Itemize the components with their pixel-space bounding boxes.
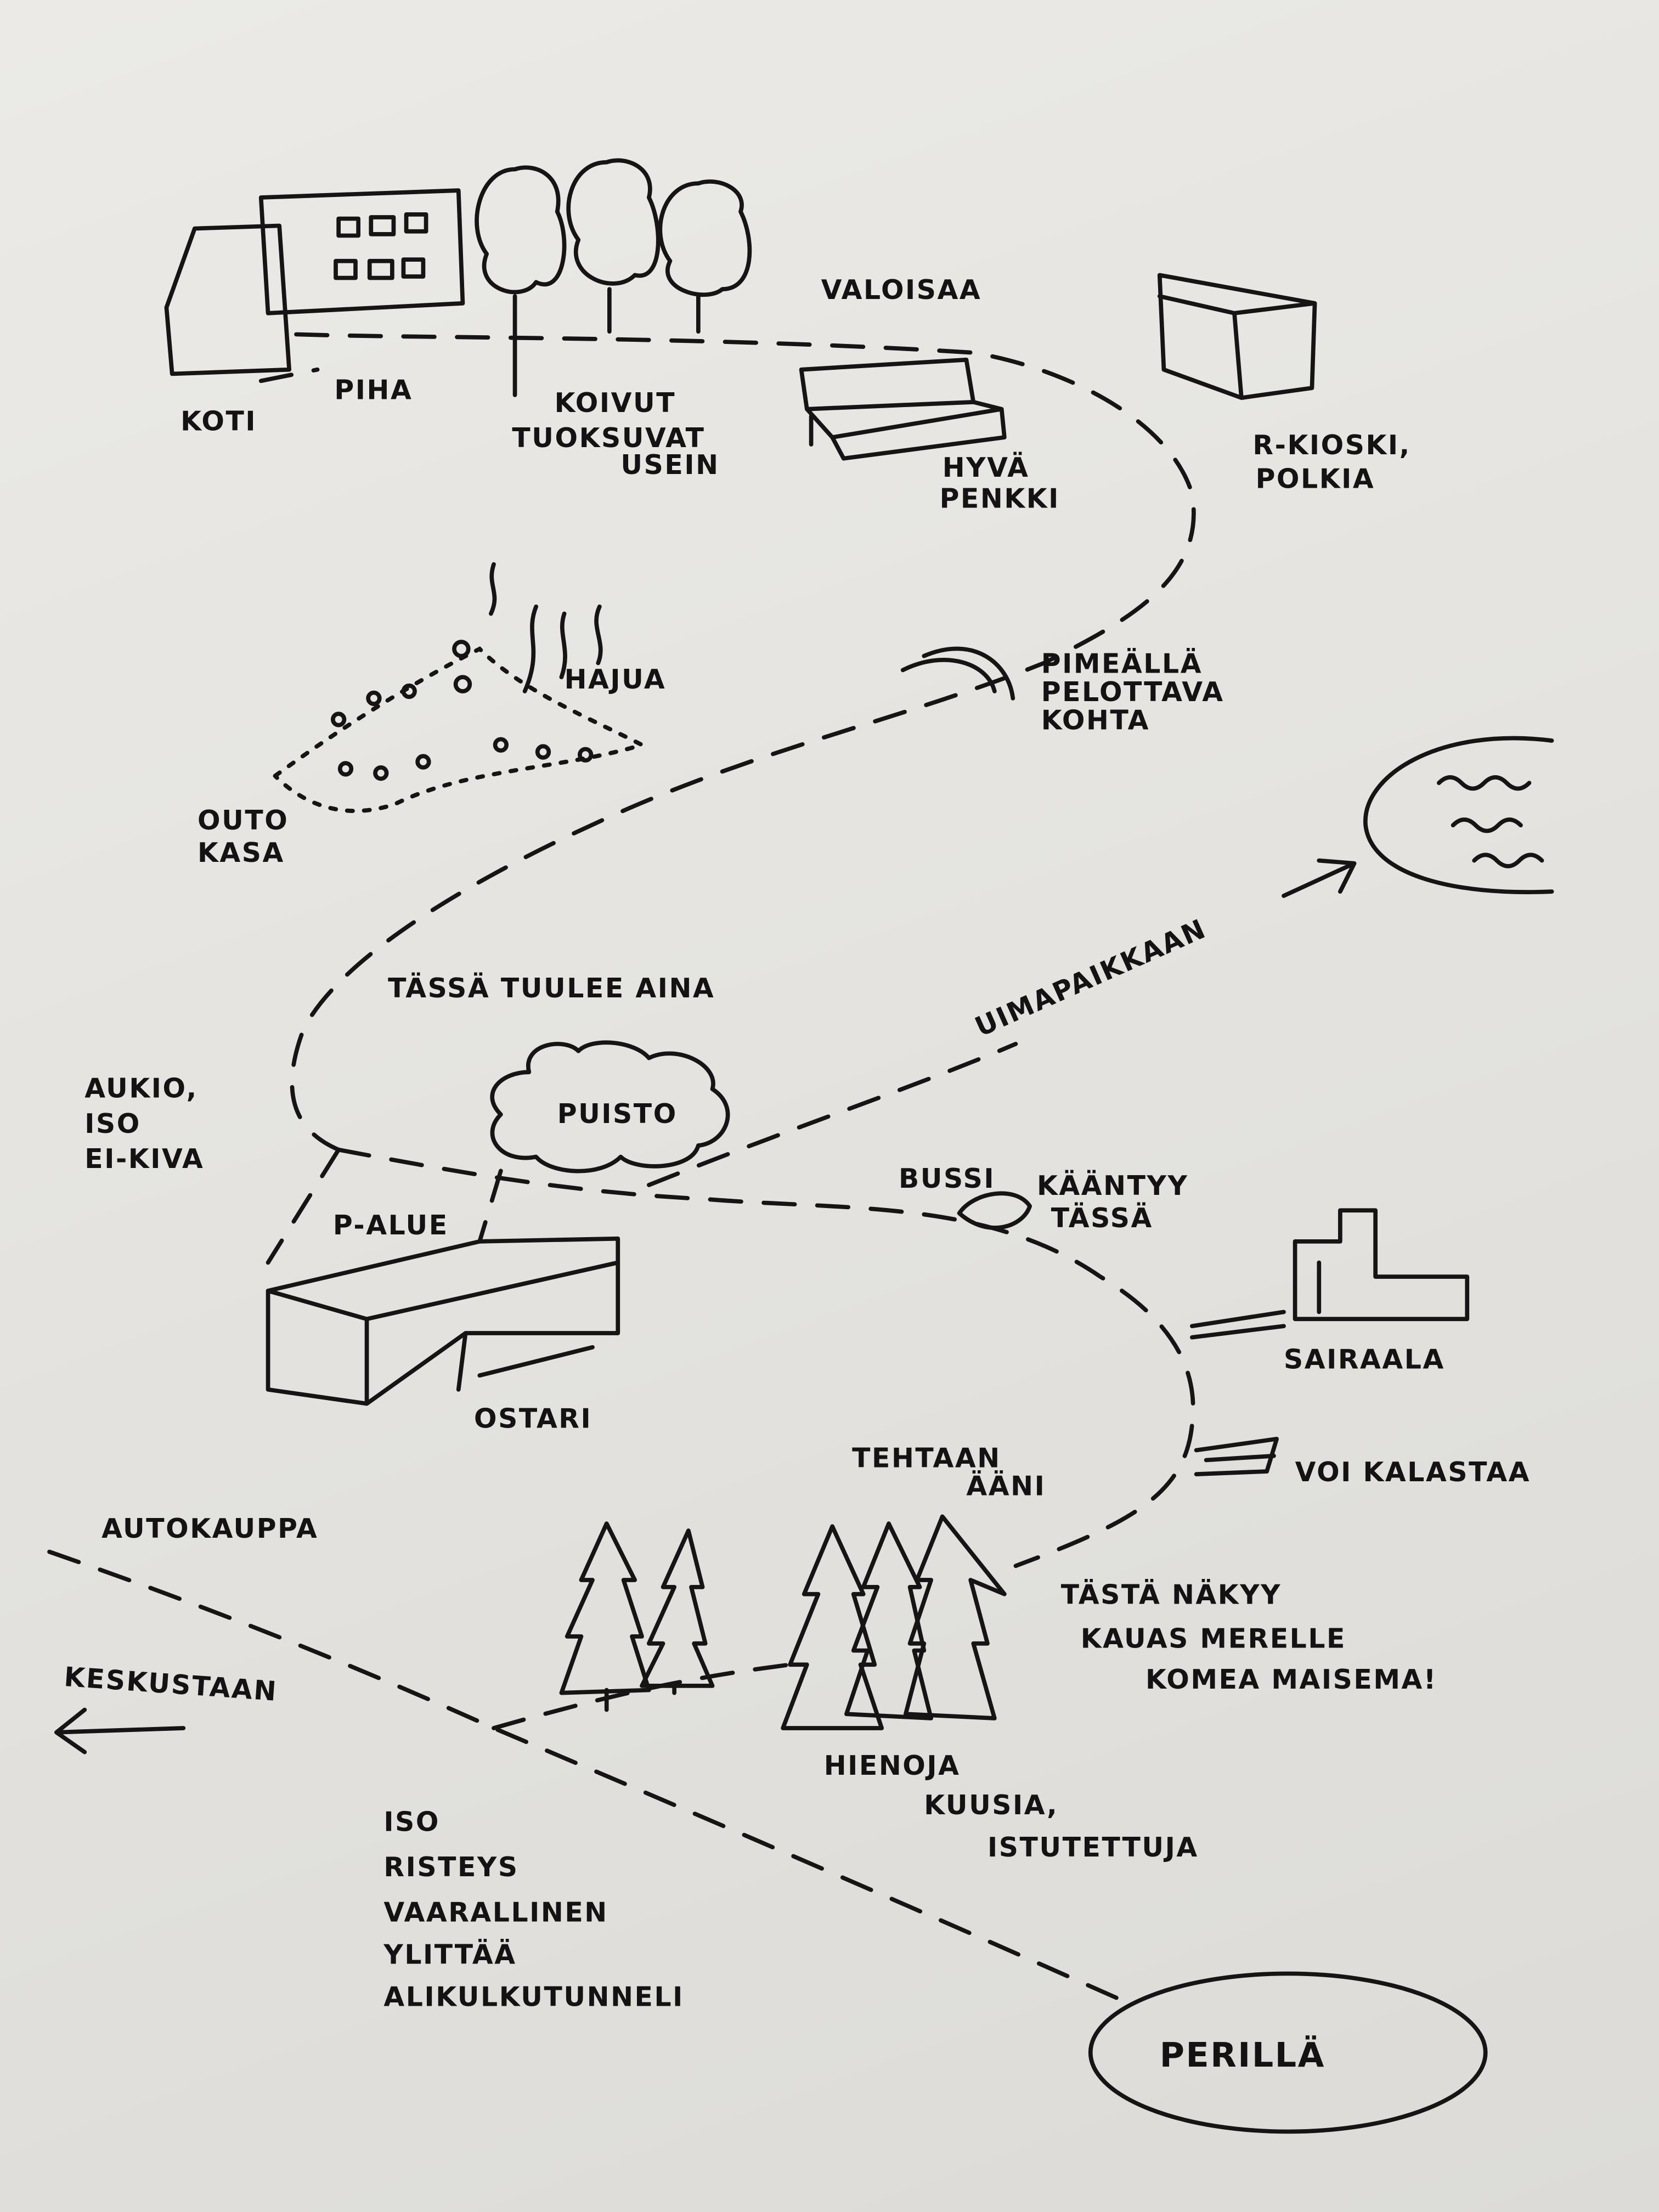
label-tassa-tuulee-aina: TÄSSÄ TUULEE AINA (388, 973, 715, 1004)
label-outo: OUTO (198, 805, 289, 836)
label-hyva: HYVÄ (943, 452, 1030, 483)
label-kohta: KOHTA (1041, 704, 1150, 736)
label-tehtaan: TEHTAAN (852, 1442, 1001, 1474)
label-ostari: OSTARI (474, 1403, 592, 1434)
label-aukio: AUKIO, (84, 1073, 198, 1104)
label-puisto: PUISTO (557, 1098, 678, 1130)
label-pelottava: PELOTTAVA (1041, 676, 1224, 708)
label-tuoksuvat: TUOKSUVAT (512, 422, 705, 454)
label-piha: PIHA (334, 375, 413, 406)
swimming-lake-icon (1282, 736, 1554, 898)
label-pimealla: PIMEÄLLÄ (1041, 648, 1203, 680)
label-hajua: HAJUA (565, 664, 667, 695)
bench-icon (799, 357, 1007, 461)
label-komea-maisema: KOMEA MAISEMA! (1146, 1664, 1437, 1695)
label-hienoja: HIENOJA (824, 1750, 961, 1781)
kiosk-icon (1157, 273, 1317, 400)
label-koivut: KOIVUT (555, 387, 676, 419)
label-p-alue: P-ALUE (333, 1210, 449, 1241)
label-koti: KOTI (180, 405, 257, 437)
label-uimapaikkaan: UIMAPAIKKAAN (970, 913, 1211, 1043)
label-usein: USEIN (620, 449, 719, 481)
strange-pile-icon (273, 562, 648, 813)
label-risteys-line: ISO (383, 1807, 440, 1838)
label-aukio-iso: ISO (84, 1108, 141, 1139)
label-risteys-line: YLITTÄÄ (383, 1939, 516, 1970)
label-risteys-line: VAARALLINEN (383, 1897, 608, 1928)
arrow-left-icon (54, 1707, 186, 1754)
fishing-pier-icon (1194, 1437, 1279, 1476)
label-valoisaa: VALOISAA (821, 274, 982, 306)
label-voi-kalastaa: VOI KALASTAA (1295, 1457, 1531, 1488)
label-bussi: BUSSI (899, 1163, 995, 1194)
label-kauas-merelle: KAUAS MERELLE (1081, 1623, 1346, 1654)
label-keskustaan: KESKUSTAAN (63, 1661, 279, 1707)
route-path (47, 332, 1196, 2006)
dark-spot-arcs-icon (900, 646, 1015, 701)
label-r-kioski: R-KIOSKI, (1252, 430, 1410, 461)
label-risteys-line: ALIKULKUTUNNELI (383, 1982, 684, 2013)
label-kaantyy: KÄÄNTYY (1037, 1170, 1188, 1201)
label-tasta-nakyy: TÄSTÄ NÄKYY (1061, 1579, 1282, 1611)
label-risteys-line: RISTEYS (383, 1852, 518, 1883)
hospital-icon (1190, 1208, 1470, 1340)
label-kasa: KASA (198, 837, 285, 868)
birch-trees-icon (475, 158, 752, 397)
label-aani: ÄÄNI (966, 1471, 1046, 1502)
label-sairaala: SAIRAALA (1284, 1344, 1445, 1375)
shopping-centre-icon (266, 1236, 620, 1406)
label-penkki: PENKKI (940, 483, 1060, 515)
label-polkia: POLKIA (1256, 464, 1375, 495)
label-autokauppa: AUTOKAUPPA (101, 1513, 318, 1544)
destination-ellipse (1088, 1971, 1488, 2134)
label-kuusia: KUUSIA, (924, 1790, 1058, 1821)
park-cloud-icon (490, 1040, 730, 1173)
label-ei-kiva: EI-KIVA (84, 1143, 204, 1175)
label-tassa: TÄSSÄ (1051, 1203, 1153, 1234)
label-istutettuja: ISTUTETTUJA (988, 1832, 1199, 1863)
label-perilla: PERILLÄ (1160, 2035, 1325, 2075)
spruce-trees-icon (559, 1514, 1007, 1730)
home-house-icon (164, 188, 465, 376)
bus-turn-loop-icon (957, 1191, 1032, 1230)
